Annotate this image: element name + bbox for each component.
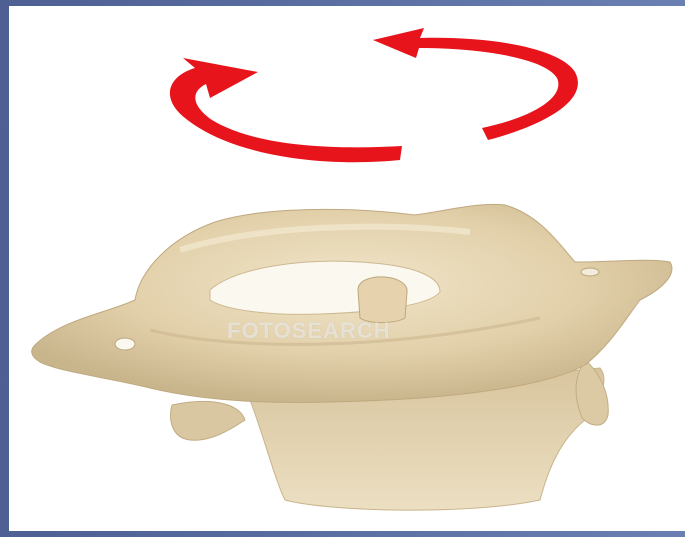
rotation-arrows xyxy=(170,28,578,162)
dens xyxy=(358,277,407,323)
transverse-foramen-right xyxy=(581,268,599,276)
vertebra-illustration xyxy=(32,204,672,510)
watermark-text: FOTOSEARCH xyxy=(227,318,391,344)
slide-canvas: FOTOSEARCH xyxy=(9,6,685,531)
right-rotation-arrow xyxy=(373,28,578,140)
left-rotation-arrow xyxy=(170,58,402,162)
transverse-foramen xyxy=(115,338,135,350)
axis-left-process xyxy=(171,401,245,440)
illustration xyxy=(9,6,685,531)
axis-right-process xyxy=(576,360,608,425)
